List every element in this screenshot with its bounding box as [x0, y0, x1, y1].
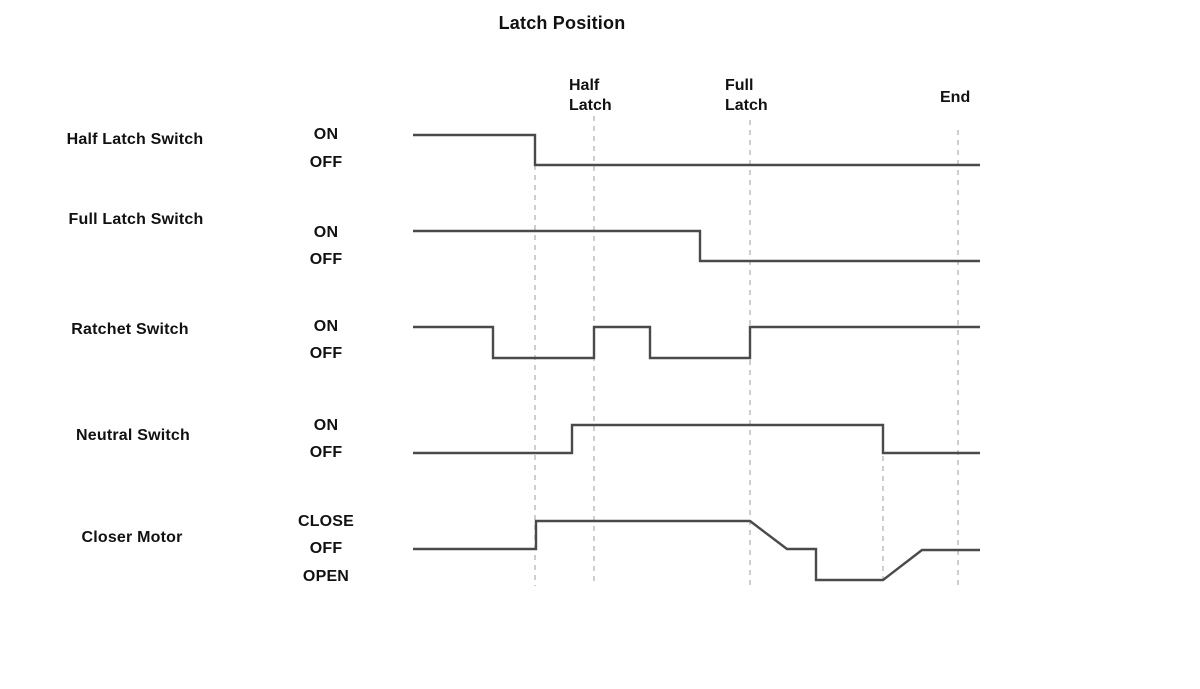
signal-name-closer-motor: Closer Motor [81, 529, 183, 546]
diagram-title: Latch Position [498, 13, 626, 33]
signal-trace-full-latch-switch [413, 229, 980, 263]
signal-trace-neutral-switch [413, 423, 980, 455]
level-label-closer-motor-off: OFF [309, 540, 343, 557]
signal-trace-closer-motor [413, 519, 980, 582]
signal-name-neutral-switch: Neutral Switch [76, 427, 190, 444]
position-marker-label-line: Full [725, 77, 754, 94]
position-marker-label-line: Latch [569, 97, 612, 114]
level-label-closer-motor-close: CLOSE [297, 513, 355, 530]
level-label-half-latch-switch-off: OFF [309, 154, 343, 171]
signal-trace-half-latch-switch [413, 133, 980, 167]
position-marker-label-end: End [940, 88, 970, 108]
level-label-ratchet-switch-off: OFF [309, 345, 343, 362]
position-marker-label-line: End [940, 89, 971, 106]
signal-trace-ratchet-switch [413, 325, 980, 360]
signal-name-half-latch-switch: Half Latch Switch [66, 131, 204, 148]
level-label-full-latch-switch-on: ON [313, 224, 339, 241]
signal-name-full-latch-switch: Full Latch Switch [68, 211, 204, 228]
position-marker-label-line: Half [569, 77, 600, 94]
level-label-closer-motor-open: OPEN [302, 568, 350, 585]
level-label-ratchet-switch-on: ON [313, 318, 339, 335]
signal-name-ratchet-switch: Ratchet Switch [71, 321, 189, 338]
position-marker-label-line: Latch [725, 97, 768, 114]
level-label-neutral-switch-off: OFF [309, 444, 343, 461]
level-label-full-latch-switch-off: OFF [309, 251, 343, 268]
level-label-half-latch-switch-on: ON [313, 126, 339, 143]
level-label-neutral-switch-on: ON [313, 417, 339, 434]
